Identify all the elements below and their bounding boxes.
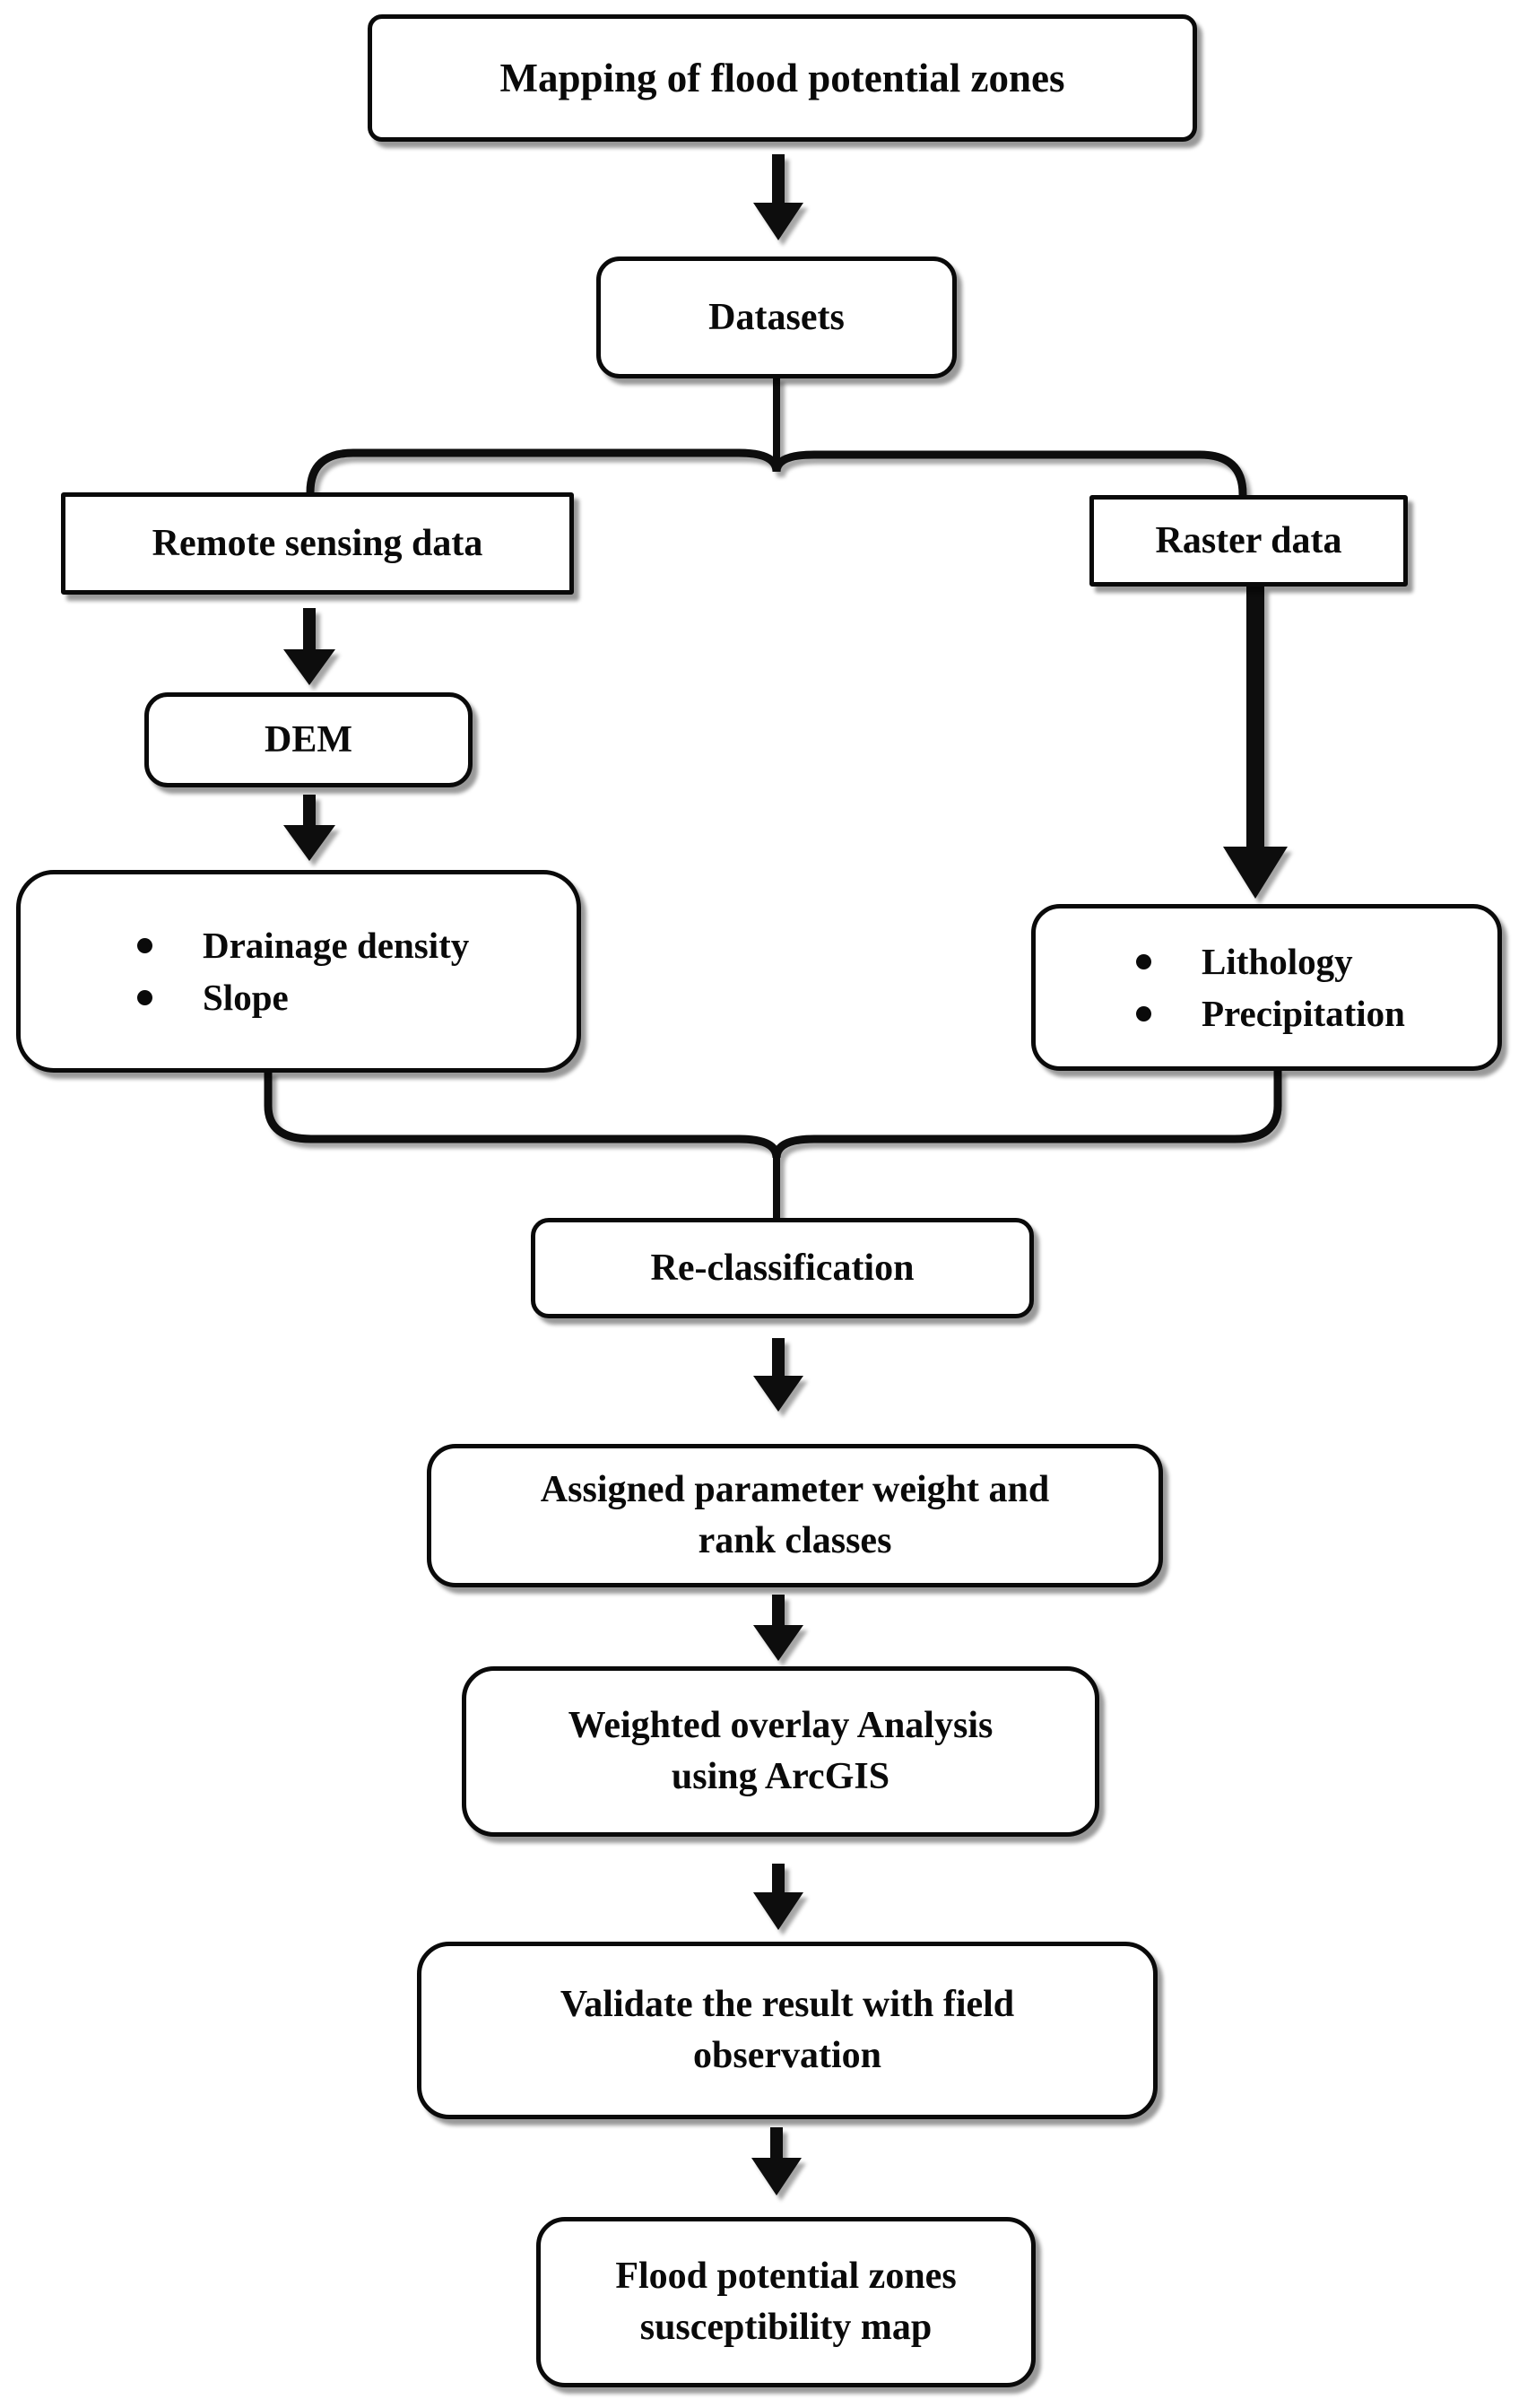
node-mapping-flood-potential-zones: Mapping of flood potential zones [368, 14, 1197, 142]
connector-merge-right-branch [772, 1069, 1282, 1159]
node-label: Re-classification [650, 1247, 915, 1289]
bullet-icon [1136, 953, 1151, 969]
node-datasets: Datasets [596, 256, 957, 378]
node-assigned-parameter-weight: Assigned parameter weight and rank class… [427, 1444, 1163, 1587]
node-label: Mapping of flood potential zones [499, 55, 1065, 100]
node-label: Raster data [1155, 519, 1342, 561]
node-label: Weighted overlay Analysis using ArcGIS [568, 1705, 994, 1797]
node-label: Remote sensing data [152, 522, 483, 564]
node-raster-data: Raster data [1089, 495, 1408, 587]
list-item: Lithology [1036, 935, 1497, 987]
bullet-list: Drainage density Slope [21, 919, 577, 1023]
node-dem: DEM [144, 692, 473, 787]
bullet-icon [137, 937, 152, 953]
node-weighted-overlay-analysis: Weighted overlay Analysis using ArcGIS [462, 1666, 1099, 1837]
node-label: Flood potential zones susceptibility map [615, 2256, 957, 2348]
node-remote-sensing-outputs: Drainage density Slope [16, 870, 581, 1073]
node-label: Datasets [708, 296, 845, 338]
bullet-label: Precipitation [1202, 993, 1405, 1034]
list-item: Drainage density [21, 919, 577, 971]
arrow-assigned-to-weighted-icon [753, 1595, 803, 1661]
list-item: Precipitation [1036, 987, 1497, 1039]
node-label: DEM [265, 718, 352, 761]
bullet-label: Slope [203, 977, 289, 1018]
bullet-label: Drainage density [203, 925, 470, 966]
bullet-label: Lithology [1202, 941, 1353, 982]
node-remote-sensing-data: Remote sensing data [61, 492, 574, 595]
bullet-icon [1136, 1005, 1151, 1021]
node-validate-result: Validate the result with field observati… [417, 1942, 1158, 2119]
arrow-validate-to-floodmap-icon [751, 2127, 802, 2195]
connector-split-right-branch [772, 450, 1247, 497]
arrow-raster-to-outputs-icon [1223, 587, 1288, 899]
node-reclassification: Re-classification [531, 1218, 1034, 1318]
bullet-list: Lithology Precipitation [1036, 935, 1497, 1039]
list-item: Slope [21, 971, 577, 1023]
node-label: Validate the result with field observati… [560, 1984, 1015, 2076]
connector-merge-left-branch [264, 1071, 781, 1159]
bullet-icon [137, 989, 152, 1005]
arrow-dem-to-outputs-icon [283, 795, 335, 861]
connector-split-left-branch [306, 448, 781, 494]
node-flood-potential-zones-map: Flood potential zones susceptibility map [536, 2217, 1036, 2387]
arrow-title-to-datasets-icon [753, 154, 803, 240]
arrow-remote-to-dem-icon [283, 608, 335, 685]
node-raster-outputs: Lithology Precipitation [1031, 904, 1502, 1071]
arrow-reclass-to-assigned-icon [753, 1338, 803, 1412]
node-label: Assigned parameter weight and rank class… [540, 1469, 1050, 1561]
arrow-weighted-to-validate-icon [753, 1864, 803, 1930]
